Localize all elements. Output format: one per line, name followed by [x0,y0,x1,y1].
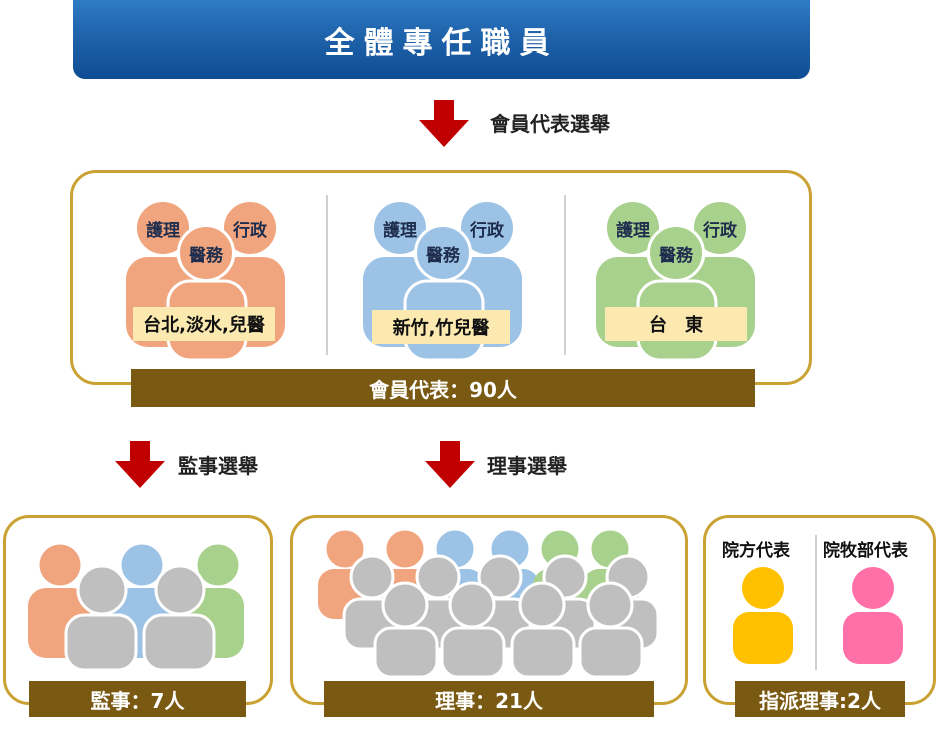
divider [564,195,566,355]
member-reps-bar: 會員代表：90人 [131,369,755,407]
appointed-bar: 指派理事:2人 [735,681,905,717]
location-label: 新竹,竹兒醫 [372,310,510,344]
location-label: 台 東 [605,307,747,341]
down-arrow-icon [115,441,165,488]
role-medical: 醫務 [647,224,705,282]
director-election-label: 理事選舉 [487,454,567,478]
supervisors-bar: 監事：7人 [29,681,246,717]
role-admin: 行政 [691,199,749,257]
down-arrow-icon [425,441,475,488]
divider [815,535,817,670]
role-medical: 醫務 [414,224,472,282]
hospital-rep-label: 院方代表 [722,541,790,561]
supervisors-people-icon [28,541,244,672]
pastoral-rep-person-icon [843,567,903,664]
member-election-label: 會員代表選舉 [490,112,610,136]
pastoral-rep-label: 院牧部代表 [823,541,908,561]
divider [326,195,328,355]
down-arrow-icon [419,100,469,147]
directors-people-icon [318,527,660,679]
directors-bar: 理事：21人 [324,681,654,717]
supervisor-election-label: 監事選舉 [178,454,258,478]
location-label: 台北,淡水,兒醫 [133,307,275,341]
hospital-rep-person-icon [733,567,793,664]
page-title: 全體專任職員 [73,0,810,79]
role-medical: 醫務 [177,224,235,282]
appointed-panel [703,515,936,705]
